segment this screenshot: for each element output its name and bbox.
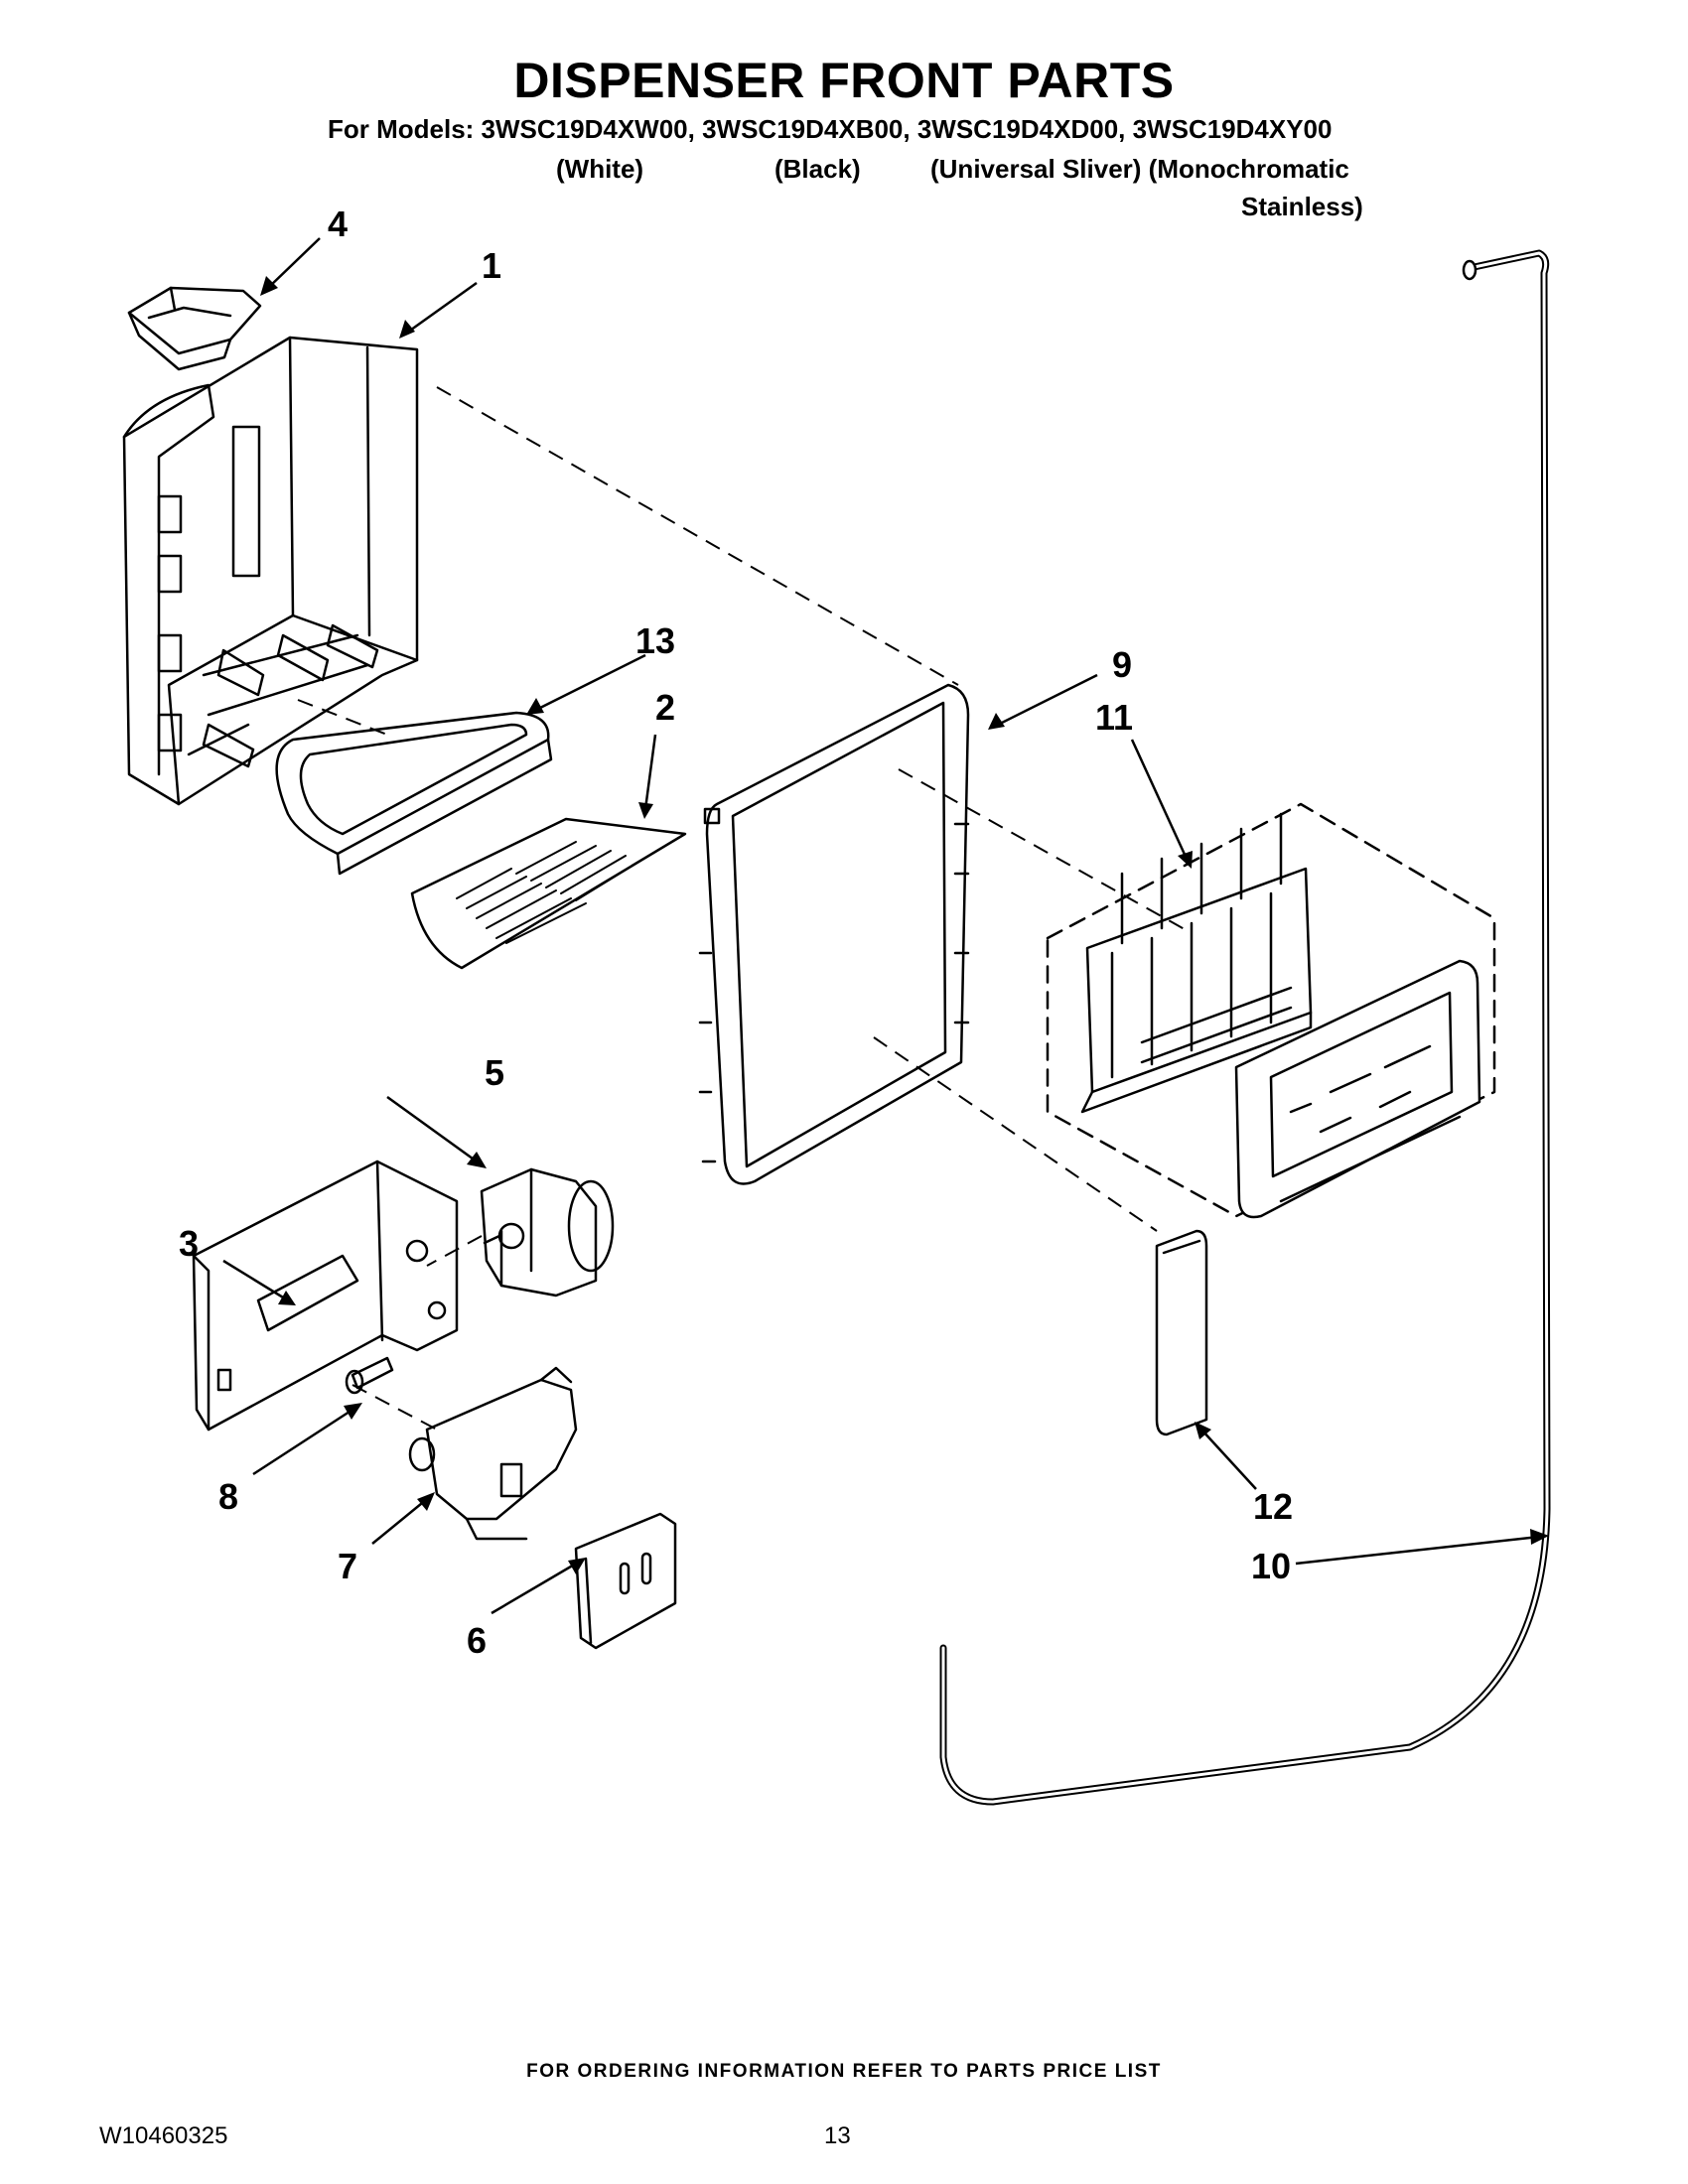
part-11-control-assembly: [1046, 802, 1496, 1219]
callout-3: 3: [179, 1223, 200, 1264]
callout-2: 2: [655, 687, 676, 728]
part-7-actuator: [408, 1366, 578, 1541]
part-5-motor: [480, 1167, 615, 1297]
page-title: DISPENSER FRONT PARTS: [513, 53, 1175, 108]
callout-10: 10: [1251, 1546, 1292, 1586]
callout-5: 5: [485, 1052, 505, 1093]
part-12-pad: [1155, 1229, 1208, 1436]
part-8-screw: [345, 1356, 394, 1395]
models-line: For Models: 3WSC19D4XW00, 3WSC19D4XB00, …: [328, 114, 1333, 144]
document-number: W10460325: [99, 2122, 228, 2149]
part-4-cup: [127, 286, 262, 371]
part-3-bracket: [192, 1160, 459, 1432]
part-10-water-tube: [939, 249, 1551, 1806]
part-13-drip-tray: [275, 711, 553, 876]
part-6-paddle: [574, 1512, 677, 1650]
callout-12: 12: [1253, 1486, 1294, 1527]
variant-universal-silver: (Universal Sliver) (Monochromatic: [930, 154, 1349, 184]
variant-white: (White): [556, 154, 644, 184]
variant-black: (Black): [774, 154, 861, 184]
variant-stainless: Stainless): [1241, 192, 1363, 221]
callout-1: 1: [482, 245, 502, 286]
callout-13: 13: [635, 620, 676, 661]
part-9-frame: [698, 683, 970, 1185]
part-2-grille: [410, 817, 687, 970]
page-number: 13: [824, 2122, 851, 2149]
callout-6: 6: [467, 1620, 488, 1661]
callout-8: 8: [218, 1476, 239, 1517]
callout-11: 11: [1095, 697, 1134, 738]
callout-9: 9: [1112, 644, 1133, 685]
part-1-housing: [122, 336, 419, 806]
callout-7: 7: [338, 1546, 358, 1586]
callout-4: 4: [328, 204, 349, 244]
ordering-note: FOR ORDERING INFORMATION REFER TO PARTS …: [526, 2061, 1162, 2082]
